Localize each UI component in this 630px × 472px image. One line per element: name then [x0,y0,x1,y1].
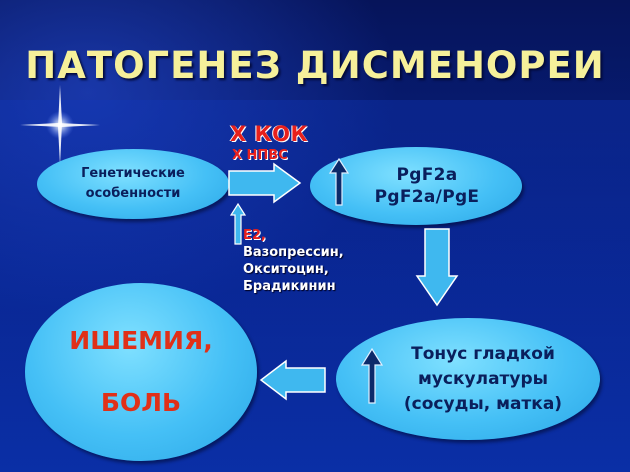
node-tonus-line2: мускулатуры [417,368,549,389]
arrow-down-icon [415,228,459,307]
modulator-vasopressin: Вазопрессин, [243,245,344,260]
node-prostaglandins-line2: PgF2a/PgE [374,187,480,207]
modulator-e2: Е2, [243,228,266,243]
node-genetic-features: Генетические особенности [37,149,229,219]
node-genetic-line1: Генетические [81,166,185,181]
node-ischemia-line1: ИШЕМИЯ, [69,326,213,355]
node-ischemia-pain: ИШЕМИЯ, БОЛЬ [25,283,257,461]
node-prostaglandins: PgF2a PgF2a/PgE [310,147,522,225]
node-smooth-muscle-tone: Тонус гладкой мускулатуры (сосуды, матка… [336,318,600,440]
modulator-up-arrow-icon [229,202,247,245]
increase-arrow-icon [328,157,350,206]
node-tonus-line1: Тонус гладкой [411,343,555,364]
inhibitor-kok: Х КОК [230,122,309,146]
node-ischemia-line2: БОЛЬ [100,388,182,417]
modulator-list: Е2, Вазопрессин, Окситоцин, Брадикинин [243,227,344,295]
node-genetic-line2: особенности [85,186,181,201]
node-tonus-line3: (сосуды, матка) [403,393,563,414]
arrow-right-icon [228,162,302,204]
inhibitor-nsaid: Х НПВС [232,148,288,163]
tonus-increase-arrow-icon [360,347,384,404]
arrow-left-icon [259,359,326,401]
slide-title: ПАТОГЕНЕЗ ДИСМЕНОРЕИ [25,44,605,87]
node-prostaglandins-line1: PgF2a [396,165,458,185]
sparkle-icon [20,85,100,165]
modulator-oxytocin: Окситоцин, [243,262,329,277]
modulator-bradykinin: Брадикинин [243,279,336,294]
